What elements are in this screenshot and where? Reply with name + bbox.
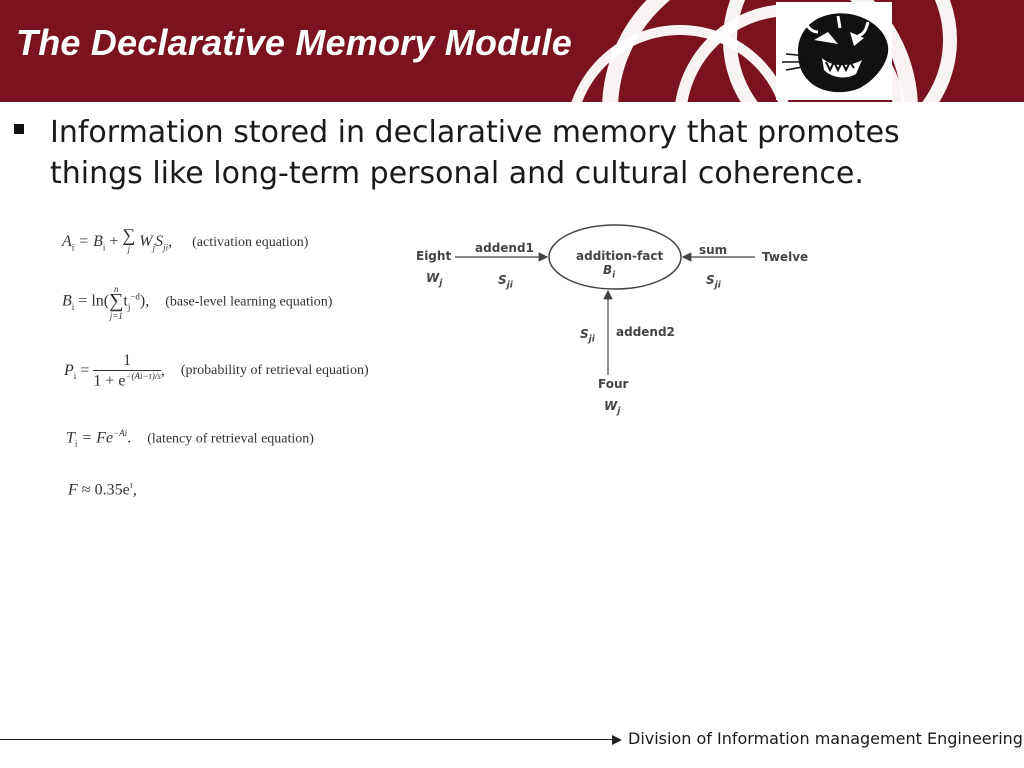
eq-symbol: T [66,429,75,447]
eq-superscript: −A [113,428,125,438]
sum-index: j=1 [109,311,123,321]
symbol-wj-bottom: Wj [604,399,621,417]
bullet-text: Information stored in declarative memory… [50,115,900,191]
node-four: Four [598,377,629,391]
fraction-numerator: 1 [93,352,161,371]
eq-superscript: i [140,371,143,381]
symbol-sji-right: Sji [706,273,721,291]
eq-symbol: t [123,292,128,310]
eq-operator: + [105,233,123,251]
diagram-lines [455,224,755,375]
eq-term: ≈ 0.35e [77,481,130,499]
edge-label-sum: sum [699,243,728,257]
eq-superscript: −d [130,291,140,302]
footer-arrow-icon [612,735,622,745]
symbol-sji-bottom: Sji [580,327,595,345]
footer-text: Division of Information management Engin… [628,729,1023,748]
eq-subscript: ji [163,242,169,253]
eq-subscript: i [71,242,75,253]
symbol-wj-left: Wj [426,271,443,289]
edge-label-addend1: addend1 [475,241,534,255]
eq-operator: , [168,233,173,251]
edge-label-addend2: addend2 [616,325,675,339]
eq-subscript: i [71,301,75,312]
eq-subscript: j [127,301,131,312]
eq-subscript: i [73,370,77,381]
probability-equation: Pi = 1 1 + e−(Ai−τ)/s , (probability of … [64,352,369,390]
eq-symbol: A [62,233,72,251]
sum-index: j [127,244,131,254]
eq-subscript: i [74,438,78,449]
eq-symbol: F [68,481,78,499]
node-eight: Eight [416,249,452,263]
square-bullet-icon [14,124,24,134]
sum-upper: n [113,284,119,294]
eq-subscript: i [102,242,106,253]
eq-operator: = ln( [74,292,110,310]
equation-label: (probability of retrieval equation) [180,363,369,379]
activation-equation: Ai = Bi + ∑ j WjSji, (activation equatio… [62,226,309,255]
sum-sign: ∑ [122,225,136,245]
eq-operator: , [160,362,165,380]
eq-symbol: P [64,361,74,379]
addition-fact-diagram: Eight addend1 addition-fact Bi sum Twelv… [410,215,830,435]
page-title: The Declarative Memory Module [16,22,572,63]
symbol-sji-left: Sji [498,273,513,291]
base-level-equation: Bi = ln( n ∑ j=1 tj−d), (base-level lear… [62,282,332,322]
header-banner: The Declarative Memory Module [0,0,1024,102]
eq-symbol: W [139,233,153,251]
chunk-ellipse [548,224,682,290]
symbol-bi: Bi [603,263,616,281]
fraction: 1 1 + e−(Ai−τ)/s [93,352,161,390]
eq-subscript: j [152,242,156,253]
node-twelve: Twelve [762,250,809,264]
eq-symbol: S [155,233,164,251]
eq-superscript: −τ)/s [142,371,161,381]
eq-superscript: τ [129,480,133,490]
eq-operator: = [80,361,90,379]
eq-symbol: = Fe [77,429,114,447]
eq-superscript: i [124,428,128,438]
equation-label: (base-level learning equation) [165,294,333,310]
summation: n ∑ j=1 [109,282,123,322]
eq-symbol: = B [78,233,103,251]
footer-rule [0,739,614,740]
tiger-head-icon [768,2,898,100]
node-addition-fact: addition-fact [576,249,664,263]
eq-symbol: B [62,292,72,310]
eq-superscript: −(A [125,371,141,381]
eq-operator: . [127,429,132,447]
fraction-denominator: 1 + e−(Ai−τ)/s [93,371,161,390]
sum-sign: ∑ [109,290,124,312]
eq-term: 1 + e [93,372,126,390]
summation: ∑ j [122,226,135,255]
eq-operator: ), [139,292,150,310]
equation-label: (latency of retrieval equation) [147,431,314,447]
f-equation: F ≈ 0.35eτ, [68,480,137,499]
equation-label: (activation equation) [192,235,309,251]
latency-equation: Ti = Fe−Ai. (latency of retrieval equati… [66,428,314,449]
eq-operator: , [132,481,137,499]
